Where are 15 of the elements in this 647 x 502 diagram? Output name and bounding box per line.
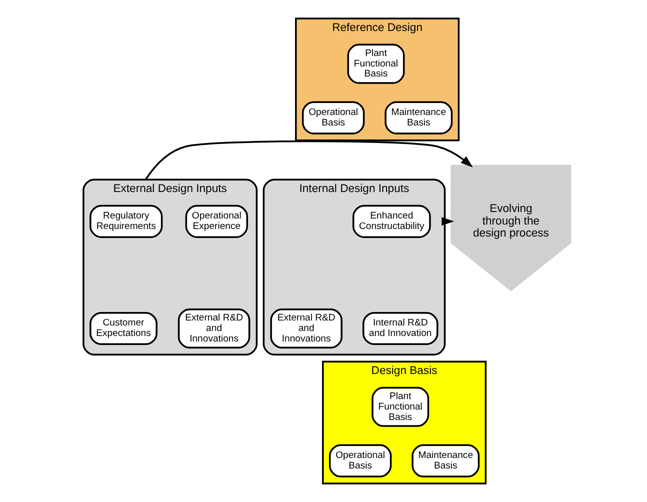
arrow: [144, 140, 473, 180]
node-box: Customer Expectations: [90, 312, 158, 346]
node-box: Plant Functional Basis: [347, 44, 405, 84]
node-box: Maintenance Basis: [384, 101, 453, 134]
node-box: Regulatory Requirements: [90, 204, 163, 238]
node-box: Operational Experience: [185, 204, 248, 238]
node-box: Internal R&D and Innovation: [362, 312, 438, 346]
node-box: Maintenance Basis: [412, 444, 480, 478]
node-box: Enhanced Constructability: [352, 204, 431, 238]
node-box: External R&D and Innovations: [270, 308, 342, 349]
node-box: Operational Basis: [328, 444, 392, 478]
node-box: External R&D and Innovations: [178, 308, 250, 349]
node-box: Operational Basis: [302, 101, 365, 134]
arrow: [442, 217, 454, 226]
node-box: Plant Functional Basis: [372, 386, 430, 427]
